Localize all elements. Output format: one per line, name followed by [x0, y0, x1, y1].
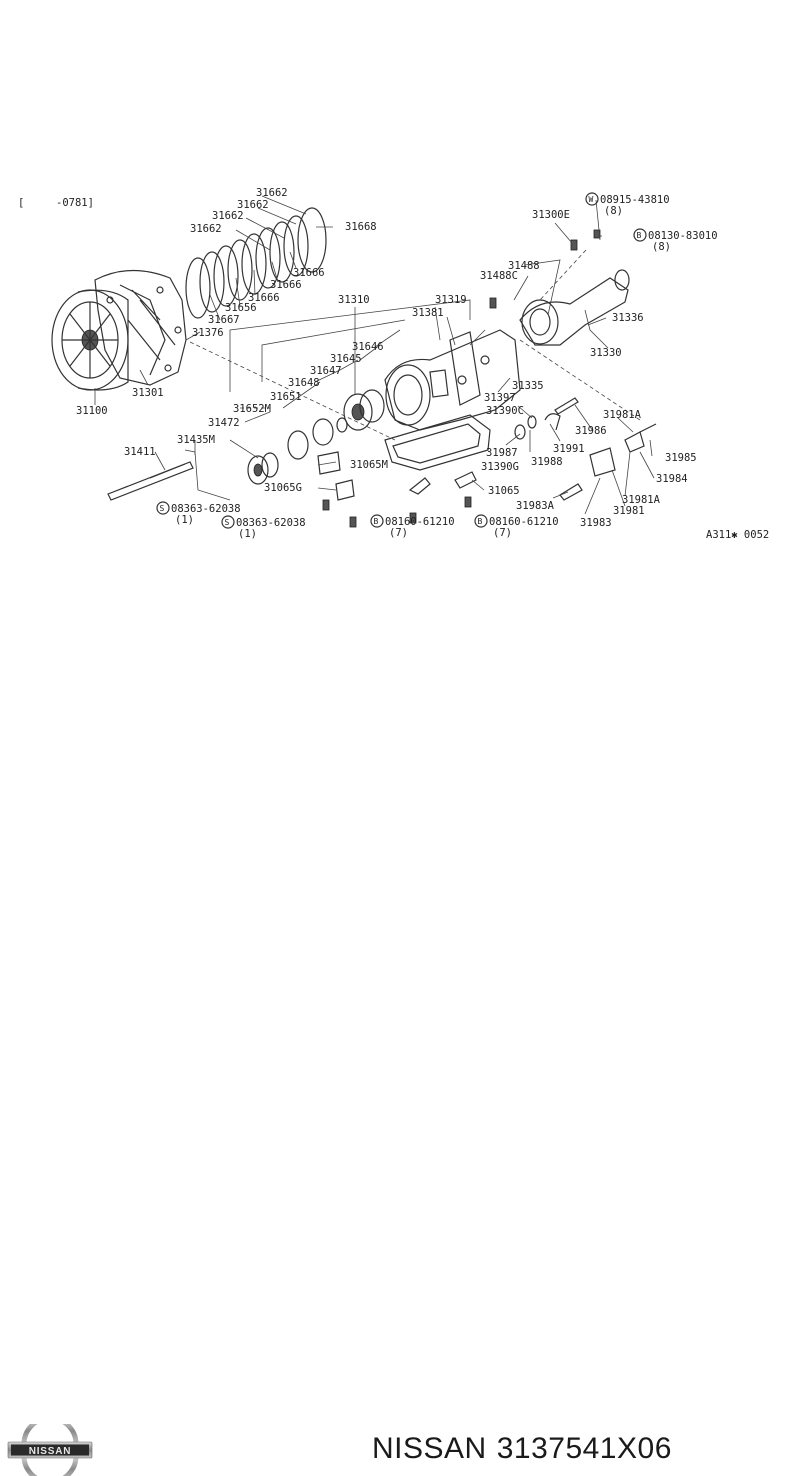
label-31991: 31991 [553, 443, 585, 455]
label-31397: 31397 [484, 392, 516, 404]
label-31472: 31472 [208, 417, 240, 429]
shift-linkage [514, 397, 657, 501]
bolts [322, 229, 601, 528]
label-31662: 31662 [256, 187, 288, 199]
svg-text:B: B [374, 517, 379, 526]
svg-text:(7): (7) [389, 527, 408, 539]
label-31310: 31310 [338, 294, 370, 306]
svg-text:S: S [225, 518, 230, 527]
front-drum [343, 389, 385, 431]
label-31983: 31983 [580, 517, 612, 529]
input-shaft [107, 461, 194, 501]
label-31668: 31668 [345, 221, 377, 233]
label-31986: 31986 [575, 425, 607, 437]
nissan-logo-icon: NISSAN [7, 1424, 93, 1476]
label-31100: 31100 [76, 405, 108, 417]
label-31065: 31065 [488, 485, 520, 497]
fastener-s08363-upper: S 08363-62038 (1) [156, 501, 241, 526]
label-31666: 31666 [293, 267, 325, 279]
label-31981: 31981 [613, 505, 645, 517]
svg-text:08160-61210: 08160-61210 [385, 516, 455, 528]
corner-bracket: [ [18, 197, 24, 209]
label-31987: 31987 [486, 447, 518, 459]
label-31652m: 31652M [233, 403, 271, 415]
label-31646: 31646 [352, 341, 384, 353]
oil-pan [384, 414, 491, 471]
label-31666: 31666 [248, 292, 280, 304]
label-31376: 31376 [192, 327, 224, 339]
label-31390c: 31390C [486, 405, 524, 417]
label-31336: 31336 [612, 312, 644, 324]
parts-diagram-page: [ -0781] [0, 187, 800, 1476]
label-31065m: 31065M [350, 459, 388, 471]
label-31656: 31656 [225, 302, 257, 314]
svg-text:S: S [160, 504, 165, 513]
fastener-b08160-left: B 08160-61210 (7) [370, 514, 455, 539]
exploded-transmission-diagram: [ -0781] [18, 187, 769, 541]
label-31301: 31301 [132, 387, 164, 399]
label-31390g: 31390G [481, 461, 519, 473]
figure-code: A311✱ 0052 [706, 529, 769, 541]
fastener-b08130: B 08130-83010 (8) [633, 228, 718, 253]
fastener-s08363-lower: S 08363-62038 (1) [221, 515, 306, 540]
label-31065g: 31065G [264, 482, 302, 494]
svg-text:(1): (1) [175, 514, 194, 526]
svg-text:(8): (8) [652, 241, 671, 253]
leader-lines [94, 195, 655, 515]
svg-text:NISSAN: NISSAN [29, 1446, 72, 1457]
callout-brackets [194, 299, 471, 455]
label-31435m: 31435M [177, 434, 215, 446]
svg-text:08160-61210: 08160-61210 [489, 516, 559, 528]
label-31984: 31984 [656, 473, 688, 485]
alignment-lines [189, 249, 641, 441]
converter-housing [94, 269, 187, 386]
callout-labels: 31662 31662 31662 31662 31668 31666 3166… [76, 187, 697, 529]
label-31647: 31647 [310, 365, 342, 377]
label-31488c: 31488C [480, 270, 518, 282]
svg-text:(1): (1) [238, 528, 257, 540]
label-31648: 31648 [288, 377, 320, 389]
svg-text:08363-62038: 08363-62038 [236, 517, 306, 529]
label-31330: 31330 [590, 347, 622, 359]
svg-text:08130-83010: 08130-83010 [648, 230, 718, 242]
label-31645: 31645 [330, 353, 362, 365]
label-31981a: 31981A [603, 409, 642, 421]
part-number-caption: NISSAN 3137541X06 [372, 1432, 682, 1466]
svg-text:08915-43810: 08915-43810 [600, 194, 670, 206]
footer: NISSAN NISSAN 3137541X06 [0, 700, 800, 1476]
torque-converter [51, 289, 129, 391]
label-31988: 31988 [531, 456, 563, 468]
label-31662: 31662 [212, 210, 244, 222]
label-31662: 31662 [237, 199, 269, 211]
rear-extension [519, 269, 630, 346]
svg-text:(8): (8) [604, 205, 623, 217]
label-31662: 31662 [190, 223, 222, 235]
pump-cover-parts [247, 417, 348, 485]
label-31666: 31666 [270, 279, 302, 291]
label-31983a: 31983A [516, 500, 555, 512]
fastener-b08160-right: B 08160-61210 (7) [474, 514, 559, 539]
label-31319: 31319 [435, 294, 467, 306]
label-31300e: 31300E [532, 209, 570, 221]
svg-text:08363-62038: 08363-62038 [171, 503, 241, 515]
transmission-case [384, 329, 521, 431]
label-31381: 31381 [412, 307, 444, 319]
label-31411: 31411 [124, 446, 156, 458]
clutch-plate-pack [185, 207, 327, 319]
label-31985: 31985 [665, 452, 697, 464]
svg-text:(7): (7) [493, 527, 512, 539]
pan-brackets [317, 451, 477, 501]
label-31981a: 31981A [622, 494, 661, 506]
label-31335: 31335 [512, 380, 544, 392]
label-31651: 31651 [270, 391, 302, 403]
fastener-w08915: W 08915-43810 (8) [585, 192, 670, 217]
corner-code: -0781] [56, 197, 94, 209]
label-31667: 31667 [208, 314, 240, 326]
part-number: 3137541X06 [496, 1432, 672, 1465]
brand-name: NISSAN [372, 1432, 487, 1465]
svg-text:B: B [478, 517, 483, 526]
svg-text:B: B [637, 231, 642, 240]
label-31488: 31488 [508, 260, 540, 272]
svg-text:W: W [589, 195, 594, 204]
